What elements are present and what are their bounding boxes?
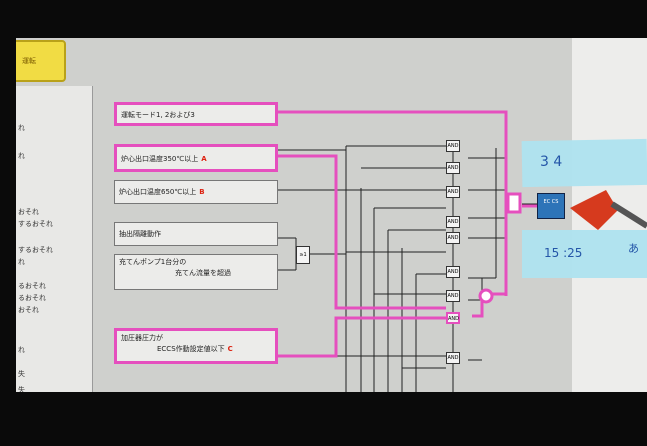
condition-text: 抽出隔離動作 bbox=[119, 230, 161, 238]
and-gate: AND bbox=[446, 232, 460, 244]
eccs-actuation-box: EC CS bbox=[537, 193, 565, 219]
and-gate: AND bbox=[446, 352, 460, 364]
condition-text-line2: ECCS作動設定値以下 bbox=[157, 345, 225, 353]
condition-text: 炉心出口温度650℃以上 bbox=[119, 188, 197, 196]
and-gate: AND bbox=[446, 216, 460, 228]
or-gate-small: ≥1 bbox=[296, 246, 310, 264]
left-line: れ bbox=[18, 152, 25, 160]
left-line: するおそれ bbox=[18, 246, 53, 254]
operation-mode-button[interactable]: 運転 bbox=[16, 40, 66, 82]
logic-wiring bbox=[278, 110, 537, 392]
condition-operation-mode: 運転モード1, 2および3 bbox=[114, 102, 278, 126]
presentation-screen: 運転 れ れ おそれ するおそれ するおそれ れ るおそれ るおそれ おそれ れ… bbox=[16, 38, 572, 392]
condition-tag: C bbox=[227, 345, 233, 353]
and-gate: AND bbox=[446, 140, 460, 152]
or-gate-icon bbox=[506, 192, 522, 214]
condition-text-line2: 充てん流量を超過 bbox=[175, 269, 231, 277]
not-gate-icon bbox=[478, 288, 494, 304]
sticky-note-bottom-extra: あ bbox=[628, 242, 639, 255]
left-line: おそれ bbox=[18, 306, 39, 314]
condition-text: 炉心出口温度350℃以上 bbox=[121, 155, 199, 163]
and-gate: AND bbox=[446, 290, 460, 302]
and-gate: AND bbox=[446, 162, 460, 174]
sticky-note-top-text: 3 4 bbox=[540, 154, 563, 170]
operation-mode-label: 運転 bbox=[22, 57, 36, 65]
left-line: 失 bbox=[18, 386, 25, 392]
and-gate: AND bbox=[446, 266, 460, 278]
left-line: れ bbox=[18, 258, 25, 266]
condition-text: 充てんポンプ1台分の bbox=[119, 258, 187, 266]
sticky-note-bottom-text: 15 :25 bbox=[544, 246, 583, 260]
left-line: るおそれ bbox=[18, 282, 46, 290]
condition-letdown-isolation: 抽出隔離動作 bbox=[114, 222, 278, 246]
right-screen-area bbox=[572, 38, 647, 392]
and-gate: AND bbox=[446, 186, 460, 198]
condition-charging-flow: 充てんポンプ1台分の充てん流量を超過 bbox=[114, 254, 278, 290]
left-line: るおそれ bbox=[18, 294, 46, 302]
left-line: おそれ bbox=[18, 208, 39, 216]
left-line: 失 bbox=[18, 370, 25, 378]
left-line: れ bbox=[18, 346, 25, 354]
condition-tag: B bbox=[199, 188, 205, 196]
left-explanation-panel: れ れ おそれ するおそれ するおそれ れ るおそれ るおそれ おそれ れ 失 … bbox=[16, 86, 93, 392]
sticky-note-bottom bbox=[522, 230, 647, 278]
condition-tag: A bbox=[201, 155, 207, 163]
condition-text: 加圧器圧力が bbox=[121, 334, 163, 342]
left-line: するおそれ bbox=[18, 220, 53, 228]
left-line: れ bbox=[18, 124, 25, 132]
and-gate-highlighted: AND bbox=[446, 312, 460, 324]
condition-text: 運転モード1, 2および3 bbox=[121, 111, 195, 119]
